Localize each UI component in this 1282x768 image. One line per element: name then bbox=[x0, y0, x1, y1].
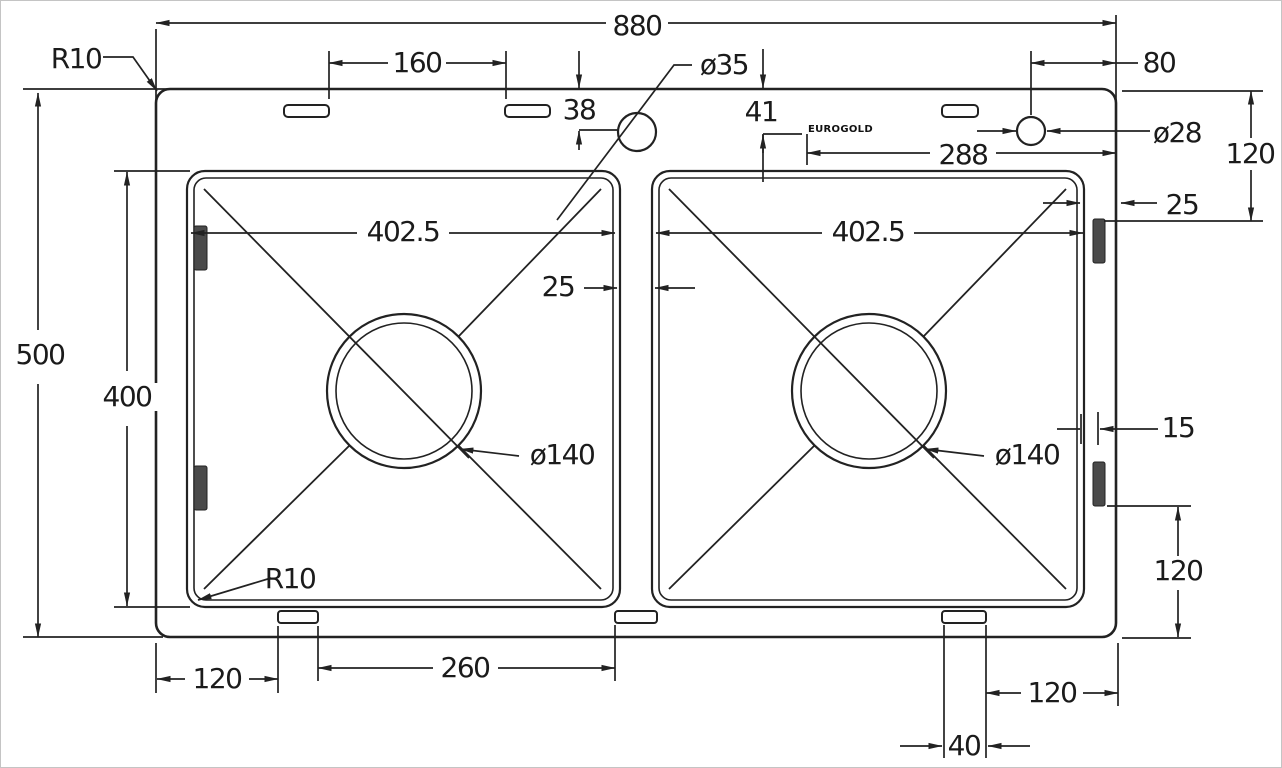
mounting-clips-right bbox=[1092, 218, 1106, 507]
dim-top-right-clip-offset: 120 bbox=[1226, 137, 1275, 170]
dim-bottom-clip-width: 40 bbox=[948, 729, 981, 762]
sink-outline bbox=[154, 87, 1118, 639]
left-drain bbox=[325, 312, 483, 470]
dim-bottom-left-clip-offset: 120 bbox=[193, 662, 242, 695]
label-masks bbox=[9, 10, 1281, 760]
dim-center-divider-width: 25 bbox=[542, 270, 575, 303]
dim-left-drain-diameter: ø140 bbox=[530, 438, 595, 471]
accessory-hole bbox=[1015, 115, 1047, 147]
dim-clip-spacing-top: 160 bbox=[393, 46, 442, 79]
dim-overall-depth: 500 bbox=[16, 338, 65, 371]
dimension-labels: 880 R10 160 ø35 80 38 41 EUROGOLD ø28 28… bbox=[16, 9, 1276, 762]
dim-left-bowl-width: 402.5 bbox=[367, 215, 440, 248]
dim-faucet-hole-offset: 38 bbox=[563, 93, 596, 126]
dimension-lines bbox=[23, 15, 1263, 758]
mounting-clips-top bbox=[283, 104, 979, 118]
dim-second-hole-offset: 41 bbox=[745, 95, 778, 128]
dim-right-rim-width: 25 bbox=[1166, 188, 1199, 221]
dim-right-edge-gap: 15 bbox=[1162, 411, 1195, 444]
dim-top-corner-radius: R10 bbox=[51, 42, 102, 75]
dim-bowl-corner-radius: R10 bbox=[265, 562, 316, 595]
dim-overall-width: 880 bbox=[613, 9, 662, 42]
mounting-clips-bottom bbox=[277, 610, 987, 624]
dim-right-bowl-width: 402.5 bbox=[832, 215, 905, 248]
dim-right-drain-diameter: ø140 bbox=[995, 438, 1060, 471]
dim-bowl-inner-depth: 400 bbox=[103, 380, 152, 413]
dim-hole-span: 288 bbox=[939, 138, 988, 171]
dim-faucet-hole-diameter: ø35 bbox=[700, 48, 748, 81]
dim-right-lower-clip-offset: 120 bbox=[1154, 554, 1203, 587]
dim-hole-edge-distance: 80 bbox=[1143, 46, 1176, 79]
dim-second-hole-diameter: ø28 bbox=[1153, 116, 1201, 149]
mounting-clips-left bbox=[193, 225, 208, 511]
dim-bottom-clip-span: 260 bbox=[441, 651, 490, 684]
dim-bottom-right-clip-offset: 120 bbox=[1028, 676, 1077, 709]
right-drain bbox=[790, 312, 948, 470]
brand-mark: EUROGOLD bbox=[808, 124, 873, 135]
